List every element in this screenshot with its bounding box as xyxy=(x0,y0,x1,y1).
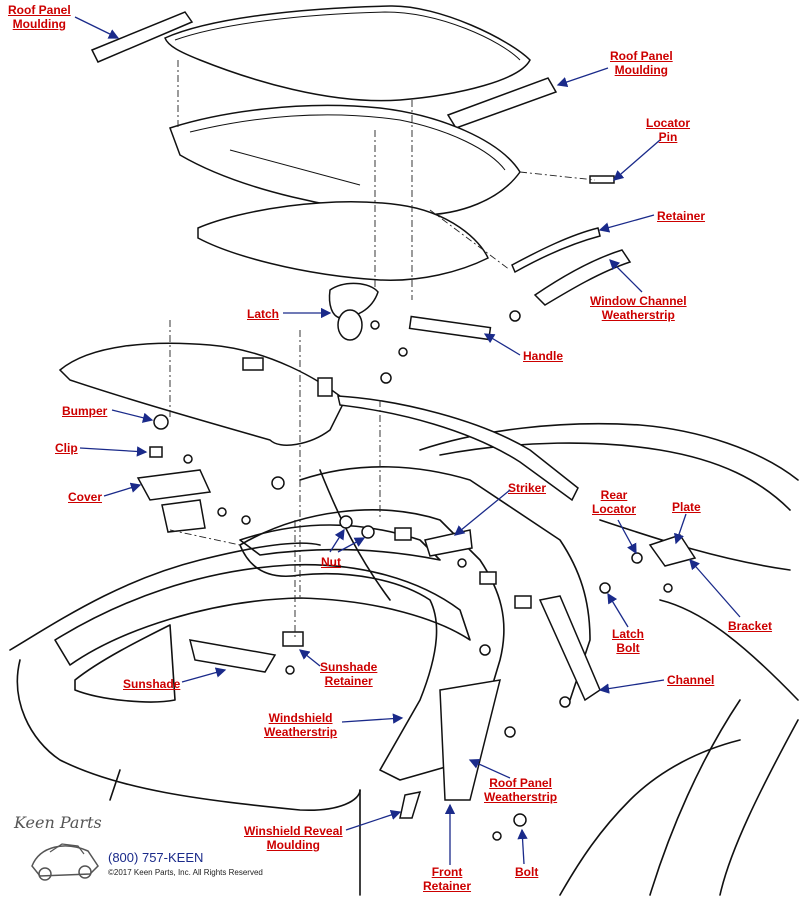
windshield-frame xyxy=(54,524,471,703)
center-bar xyxy=(337,395,579,502)
label-striker: Striker xyxy=(508,481,547,495)
roof-panel xyxy=(164,5,531,102)
label-bracket: Bracket xyxy=(728,619,773,633)
hardware-parts xyxy=(136,175,697,841)
phone-number: (800) 757-KEEN xyxy=(108,850,204,865)
label-retainer: Retainer xyxy=(657,209,706,223)
label-sunshade: Sunshade xyxy=(123,677,181,691)
label-clip: Clip xyxy=(55,441,78,455)
label-handle: Handle xyxy=(523,349,564,363)
label-cover: Cover xyxy=(68,490,103,504)
label-plate: Plate xyxy=(672,500,701,514)
car-body-outline xyxy=(9,422,799,896)
retainer-part xyxy=(511,227,601,274)
keen-parts-logo: Keen Parts xyxy=(13,813,102,881)
label-bumper: Bumper xyxy=(62,404,108,418)
rear-header-panel xyxy=(58,342,346,446)
label-latch: Latch xyxy=(247,307,280,321)
assembly-lines xyxy=(169,60,596,640)
label-bolt: Bolt xyxy=(515,865,539,879)
label-channel: Channel xyxy=(667,673,715,687)
label-nut: Nut xyxy=(321,555,341,569)
copyright: ©2017 Keen Parts, Inc. All Rights Reserv… xyxy=(108,868,263,877)
svg-text:Keen Parts: Keen Parts xyxy=(13,813,102,832)
roof-panel-moulding-left-part xyxy=(90,11,194,63)
roof-panel-moulding-right-part xyxy=(446,77,558,129)
headliner xyxy=(197,201,489,282)
